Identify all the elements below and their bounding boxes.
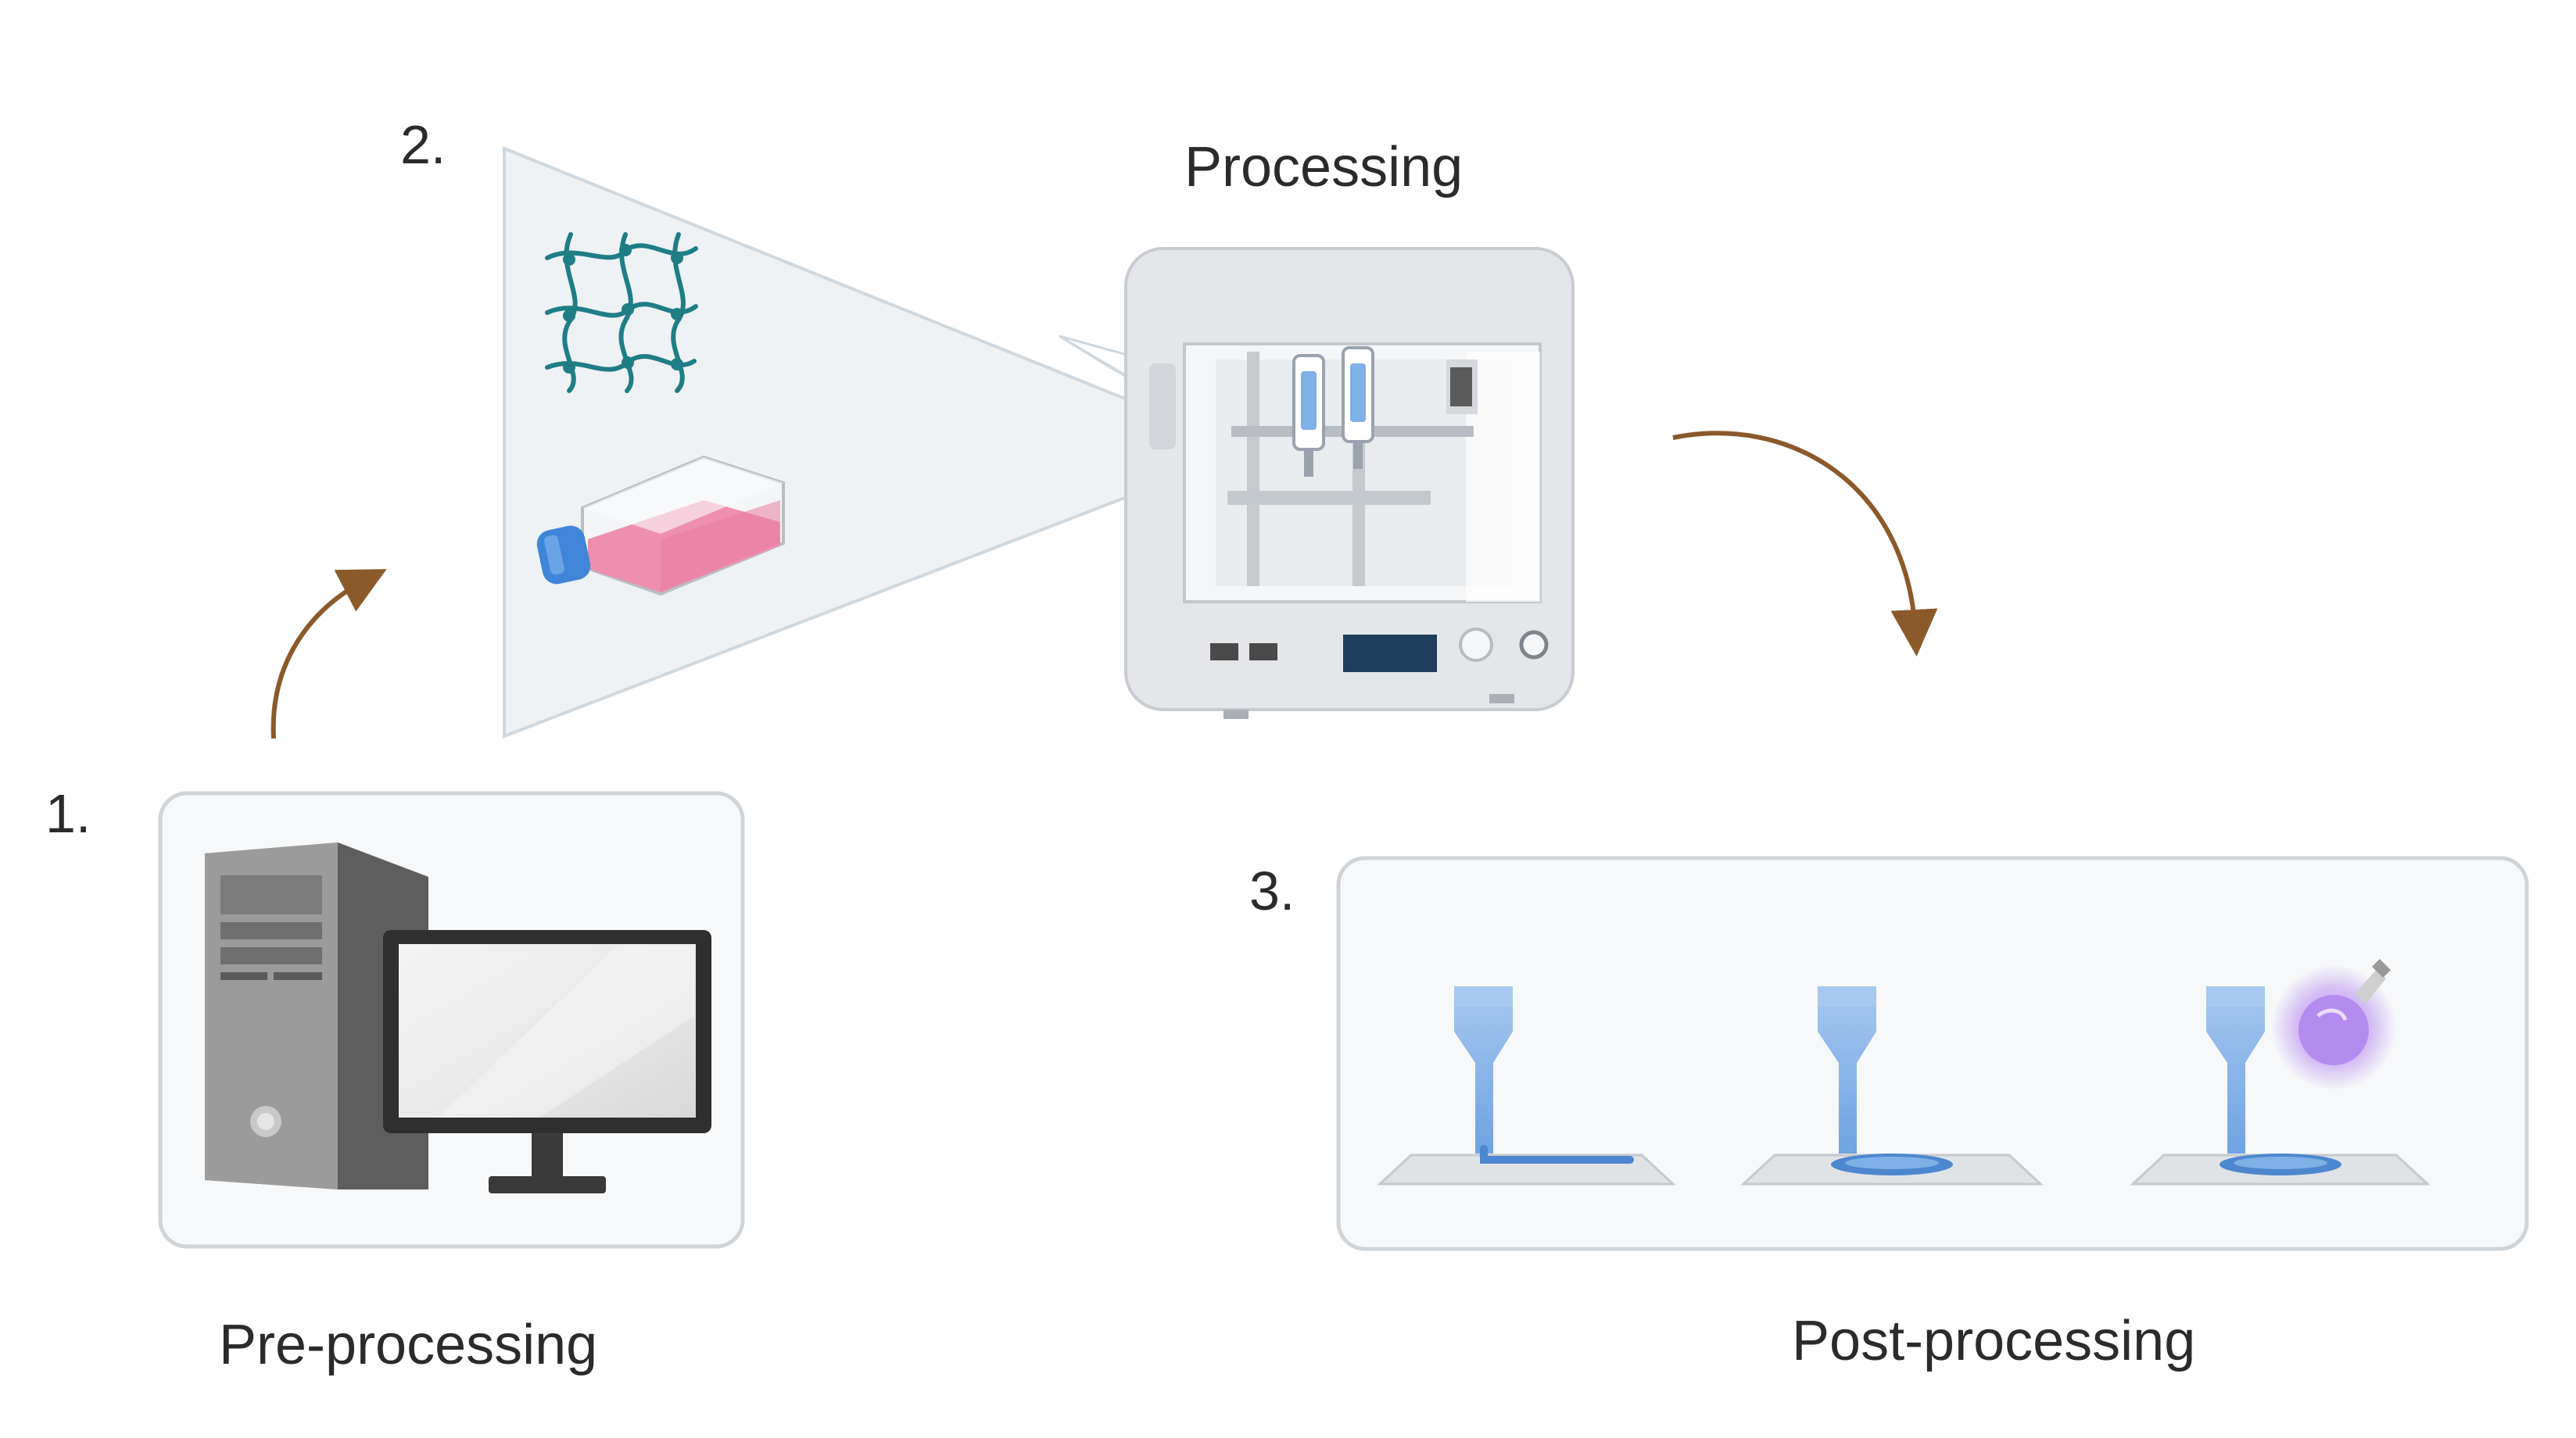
nozzle-icon [1377,986,1676,1186]
step-1-number: 1. [45,783,91,844]
nozzle-icon [2130,986,2431,1186]
pre-processing-caption: Pre-processing [219,1314,598,1376]
monitor-icon [383,930,711,1193]
bioprinter-icon [1124,247,1575,719]
nozzle-icon [1740,986,2044,1186]
hydrogel-network-icon [545,232,698,393]
arrow-pre-to-bio [270,569,387,739]
processing-caption: Processing [1184,136,1464,199]
step-3-number: 3. [1249,860,1295,921]
arrow-proc-to-post [1672,431,1938,656]
step-2-number: 2. [400,114,446,175]
uv-bulb-icon [2271,958,2396,1090]
cell-culture-flask-icon [536,455,785,596]
post-processing-caption: Post-processing [1792,1310,2196,1372]
